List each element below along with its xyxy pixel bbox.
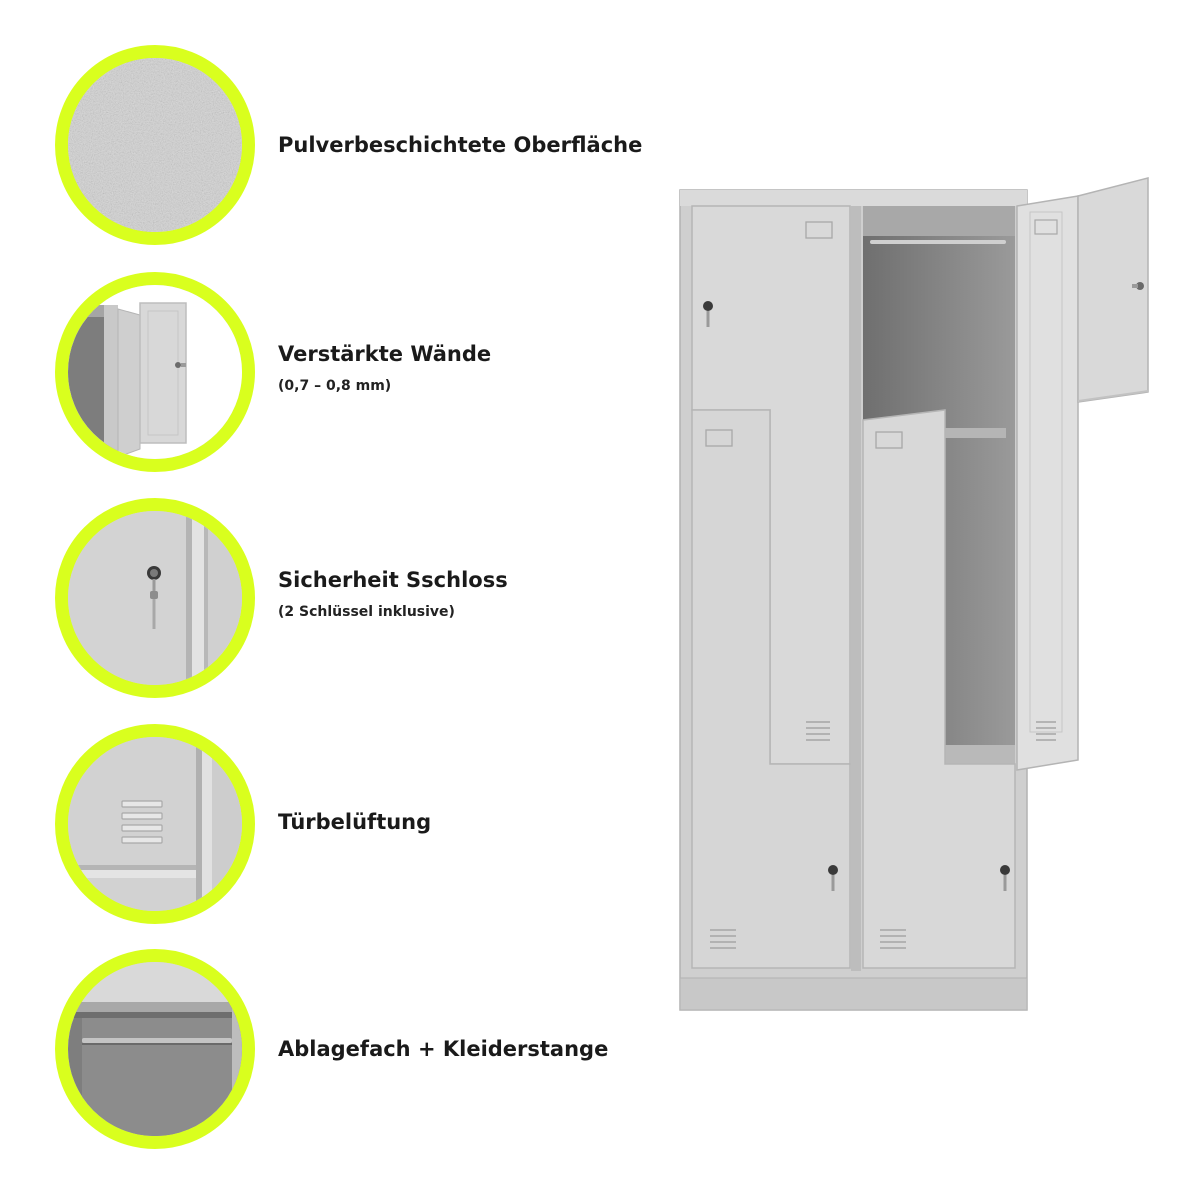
- powder-coated-surface-icon: [55, 45, 255, 245]
- feature-reinforced-walls: Verstärkte Wände (0,7 – 0,8 mm): [55, 272, 695, 472]
- feature-sublabel: (2 Schlüssel inklusive): [278, 604, 455, 620]
- locker-product-illustration: [679, 177, 1149, 1011]
- feature-label: Türbelüftung: [278, 810, 432, 834]
- feature-sublabel: (0,7 – 0,8 mm): [278, 378, 392, 394]
- security-lock-icon: [55, 498, 255, 698]
- feature-label: Sicherheit Sschloss: [278, 568, 508, 592]
- feature-label: Pulverbeschichtete Oberfläche: [278, 133, 643, 157]
- feature-label: Ablagefach + Kleiderstange: [278, 1037, 609, 1061]
- shelf-clothes-rail-icon: [55, 949, 255, 1149]
- feature-powder-coating: Pulverbeschichtete Oberfläche: [55, 45, 695, 245]
- feature-shelf-clothes-rail: Ablagefach + Kleiderstange: [55, 949, 695, 1149]
- feature-security-lock: Sicherheit Sschloss (2 Schlüssel inklusi…: [55, 498, 695, 698]
- door-ventilation-icon: [55, 724, 255, 924]
- reinforced-walls-icon: [55, 272, 255, 472]
- feature-door-ventilation: Türbelüftung: [55, 724, 695, 924]
- feature-label: Verstärkte Wände: [278, 342, 492, 366]
